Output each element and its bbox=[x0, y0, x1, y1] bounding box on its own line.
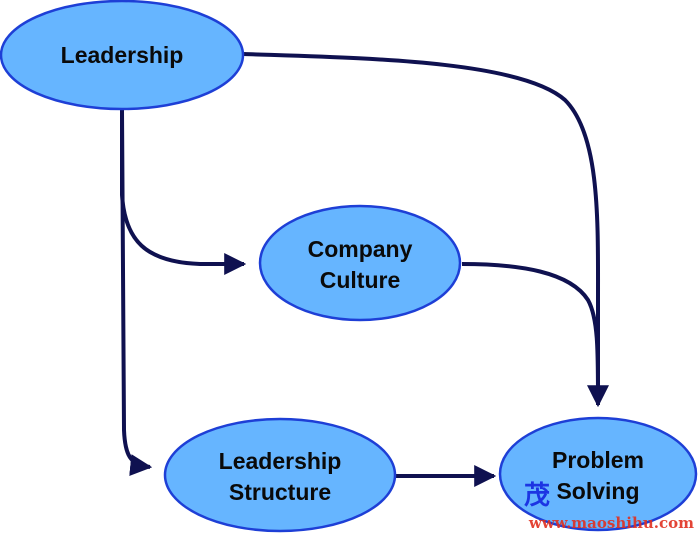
node-leadership-structure-label-line-1: Leadership bbox=[219, 448, 342, 474]
node-problem-solving[interactable]: Problem Solving bbox=[498, 416, 698, 532]
node-company-culture[interactable]: Company Culture bbox=[258, 204, 462, 322]
watermark-chars: 茂 bbox=[524, 481, 550, 511]
node-leadership-structure-label-line-2: Structure bbox=[229, 479, 331, 505]
node-problem-solving-label-line-1: Problem bbox=[552, 447, 644, 473]
edge-leadership-to-company-culture bbox=[120, 110, 247, 275]
node-leadership[interactable]: Leadership bbox=[0, 0, 245, 111]
node-problem-solving-label-line-2: Solving bbox=[556, 478, 639, 504]
edge-company-culture-to-problem-solving bbox=[461, 262, 600, 401]
node-leadership-structure-shape bbox=[163, 417, 397, 533]
node-company-culture-label-line-1: Company bbox=[308, 236, 413, 262]
node-company-culture-shape bbox=[258, 204, 462, 322]
node-leadership-structure[interactable]: Leadership Structure bbox=[163, 417, 397, 533]
edge-leadership-to-problem-solving bbox=[243, 52, 609, 408]
node-leadership-label: Leadership bbox=[61, 42, 184, 68]
watermark: 茂 www.maoshihu.com bbox=[524, 481, 694, 532]
node-company-culture-label-line-2: Culture bbox=[320, 267, 401, 293]
node-leadership-shape bbox=[0, 0, 245, 111]
watermark-site: www.maoshihu.com bbox=[528, 514, 694, 532]
node-problem-solving-shape bbox=[498, 416, 698, 532]
edge-leadership-to-leadership-structure bbox=[120, 109, 153, 476]
